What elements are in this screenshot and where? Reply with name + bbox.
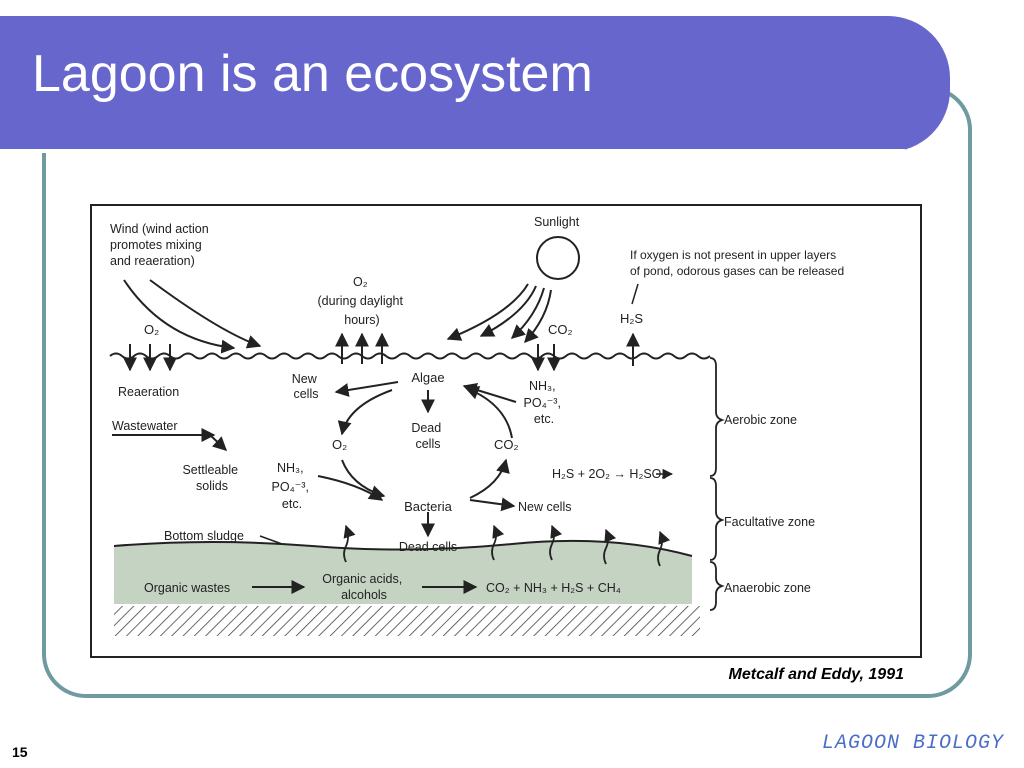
facultative-zone-brace <box>709 477 725 561</box>
title-underline <box>0 149 905 153</box>
dead-cells-algae-label: Dead cells <box>411 421 444 451</box>
algae-to-newcells-arrow <box>334 381 399 397</box>
bacteria-to-co2-arrow <box>469 458 510 499</box>
gas-bubble-3 <box>549 524 563 561</box>
settleable-solids-label: Settleable solids <box>182 463 241 493</box>
anaerobic-zone-brace <box>709 561 725 611</box>
organic-acids-label: Organic acids, alcohols <box>322 572 405 602</box>
o2-mid-label: O₂ <box>332 437 347 452</box>
facultative-zone-label: Facultative zone <box>724 515 815 529</box>
co2-mid-label: CO₂ <box>494 437 519 452</box>
nutrients-to-bacteria-arrow <box>317 475 384 501</box>
sunlight-label: Sunlight <box>534 215 580 229</box>
new-cells-bacteria-label: New cells <box>518 500 572 514</box>
anaerobic-sediment <box>114 540 692 604</box>
odor-note: If oxygen is not present in upper layers… <box>630 248 844 278</box>
wastewater-label: Wastewater <box>112 419 178 433</box>
wind-label: Wind (wind action promotes mixing and re… <box>110 222 212 268</box>
sludge-line <box>113 539 693 557</box>
sediment-hatch <box>114 606 700 636</box>
wind-arrow-2 <box>149 279 262 349</box>
sun-icon <box>536 236 580 280</box>
sun-ray-2 <box>479 285 537 337</box>
gas-bubble-5 <box>657 530 671 567</box>
algae-label: Algae <box>411 370 444 385</box>
sun-ray-1 <box>446 283 529 341</box>
slide-title: Lagoon is an ecosystem <box>32 45 593 103</box>
odor-pointer <box>631 283 639 305</box>
bacteria-label: Bacteria <box>404 499 452 514</box>
aerobic-zone-label: Aerobic zone <box>724 413 797 427</box>
h2s-surface-label: H₂S <box>620 311 643 326</box>
reaeration-label: Reaeration <box>118 385 179 399</box>
anaerobic-products-label: CO₂ + NH₃ + H₂S + CH₄ <box>486 581 621 595</box>
footer-label: LAGOON BIOLOGY <box>821 732 1004 755</box>
wastewater-arrow-2 <box>209 434 228 451</box>
co2-to-algae-arrow <box>464 386 513 439</box>
sun-ray-3 <box>510 287 545 339</box>
co2-surface-label: CO₂ <box>548 322 573 337</box>
nutrients-to-algae-arrow <box>462 383 517 403</box>
aerobic-zone-brace <box>709 357 725 477</box>
algae-to-o2-arrow <box>337 389 393 436</box>
nutrients-left-label: NH₃, PO₄⁻³, etc. <box>272 461 313 511</box>
sludge-pointer <box>259 535 283 545</box>
new-cells-algae-label: New cells <box>292 372 321 401</box>
o2-daylight-label: O₂ (during daylight hours) <box>318 275 407 327</box>
bottom-sludge-label: Bottom sludge <box>164 529 244 543</box>
title-bar <box>0 16 950 153</box>
bacteria-to-newcells-arrow <box>469 497 516 512</box>
nutrients-right-label: NH₃, PO₄⁻³, etc. <box>524 379 565 426</box>
anaerobic-zone-label: Anaerobic zone <box>724 581 811 595</box>
lagoon-diagram: Wind (wind action promotes mixing and re… <box>90 204 922 658</box>
water-surface <box>109 352 711 360</box>
organic-wastes-label: Organic wastes <box>144 581 230 595</box>
h2s-reaction-label: H₂S + 2O₂ → H₂SO₄ <box>552 467 666 481</box>
sun-ray-4 <box>524 289 552 344</box>
gas-bubble-4 <box>603 528 617 565</box>
page-number: 15 <box>12 744 28 760</box>
gas-bubble-2 <box>491 524 505 561</box>
source-credit: Metcalf and Eddy, 1991 <box>728 666 904 683</box>
gas-bubble-1 <box>343 524 356 563</box>
dead-cells-bacteria-label: Dead cells <box>399 540 457 554</box>
o2-surface-label: O₂ <box>144 322 159 337</box>
wind-arrow-1 <box>123 279 236 354</box>
diagram-svg: Wind (wind action promotes mixing and re… <box>109 215 844 636</box>
